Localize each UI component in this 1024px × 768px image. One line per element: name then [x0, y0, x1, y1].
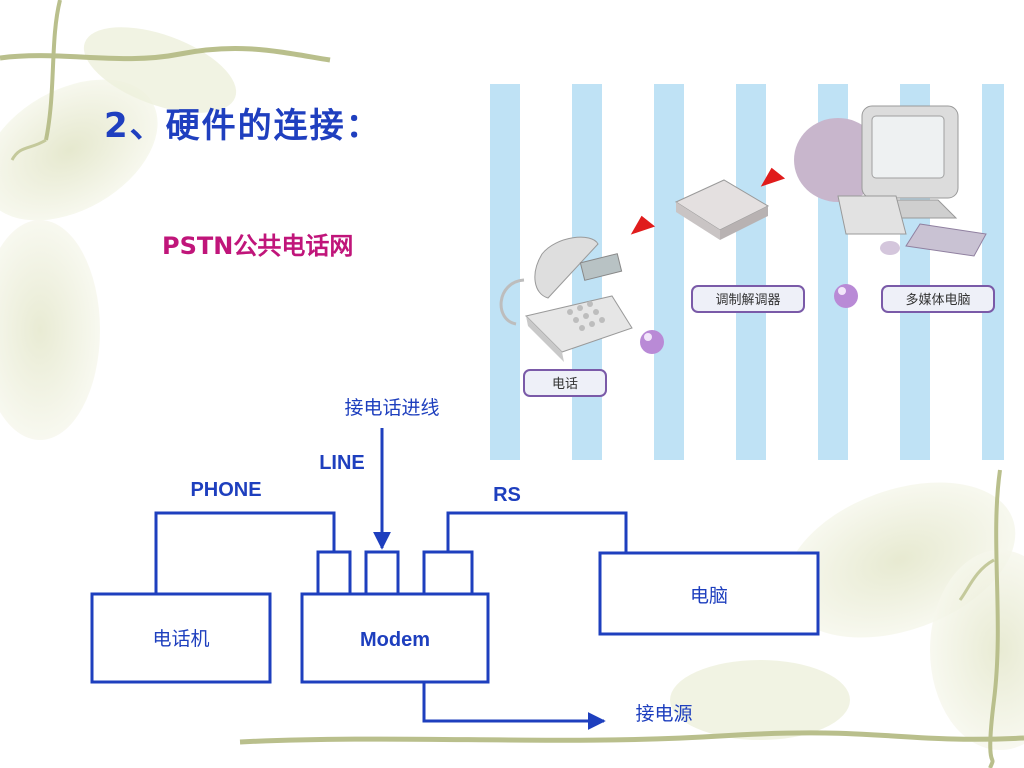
computer-illustration	[794, 105, 987, 257]
slide-subtitle: PSTN公共电话网	[162, 232, 354, 260]
computer-label: 电脑	[690, 585, 728, 607]
rs-label: RS	[493, 484, 521, 506]
hardware-illustration: 调制解调器 多媒体电脑 电话	[486, 84, 1004, 460]
line-label: LINE	[319, 452, 365, 474]
telephone-tag: 电话	[552, 377, 578, 392]
telephone-illustration	[499, 236, 633, 362]
slide-title: 2、硬件的连接：	[104, 106, 382, 146]
rs-cable	[446, 511, 628, 553]
modem-tag: 调制解调器	[715, 293, 780, 308]
power-arrow	[422, 682, 606, 730]
modem-label: Modem	[360, 629, 430, 651]
modem-box	[300, 592, 490, 684]
telephone-box	[90, 592, 272, 684]
arrow-icon	[630, 215, 656, 235]
telephone-label: 电话机	[152, 628, 209, 650]
modem-illustration	[674, 179, 770, 240]
phone-label: PHONE	[190, 479, 261, 501]
phone-cable	[154, 511, 336, 594]
computer-box	[598, 551, 820, 636]
phone-port	[316, 550, 352, 596]
incoming-line-label: 接电话进线	[344, 397, 439, 419]
line-port	[364, 550, 400, 596]
arrow-icon	[760, 167, 786, 187]
power-label: 接电源	[635, 703, 692, 725]
rs-port	[422, 550, 474, 596]
computer-tag: 多媒体电脑	[905, 292, 970, 308]
